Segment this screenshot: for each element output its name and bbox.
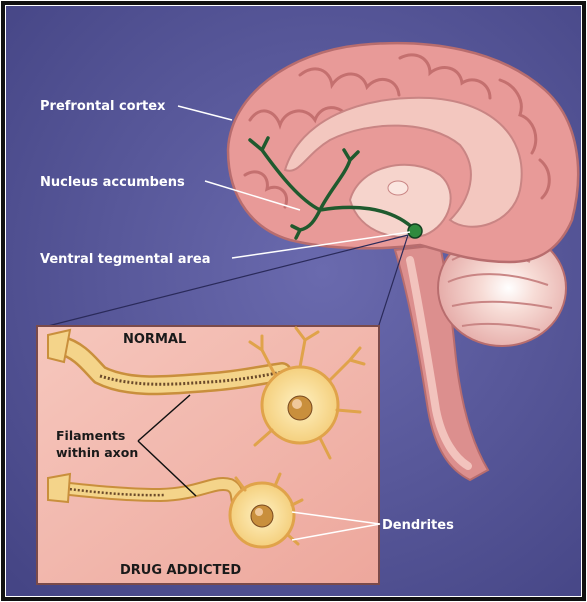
label-filaments-line1: Filaments — [56, 428, 125, 443]
label-prefrontal-cortex: Prefrontal cortex — [40, 99, 166, 114]
inset-title-normal: NORMAL — [123, 332, 186, 347]
label-nucleus-accumbens: Nucleus accumbens — [40, 175, 185, 190]
vta-marker — [408, 224, 422, 238]
third-ventricle-spot — [388, 181, 408, 195]
inset-title-drug-addicted: DRUG ADDICTED — [120, 563, 241, 578]
label-filaments-line2: within axon — [56, 445, 138, 460]
label-dendrites: Dendrites — [382, 518, 454, 533]
label-ventral-tegmental-area: Ventral tegmental area — [40, 252, 211, 267]
